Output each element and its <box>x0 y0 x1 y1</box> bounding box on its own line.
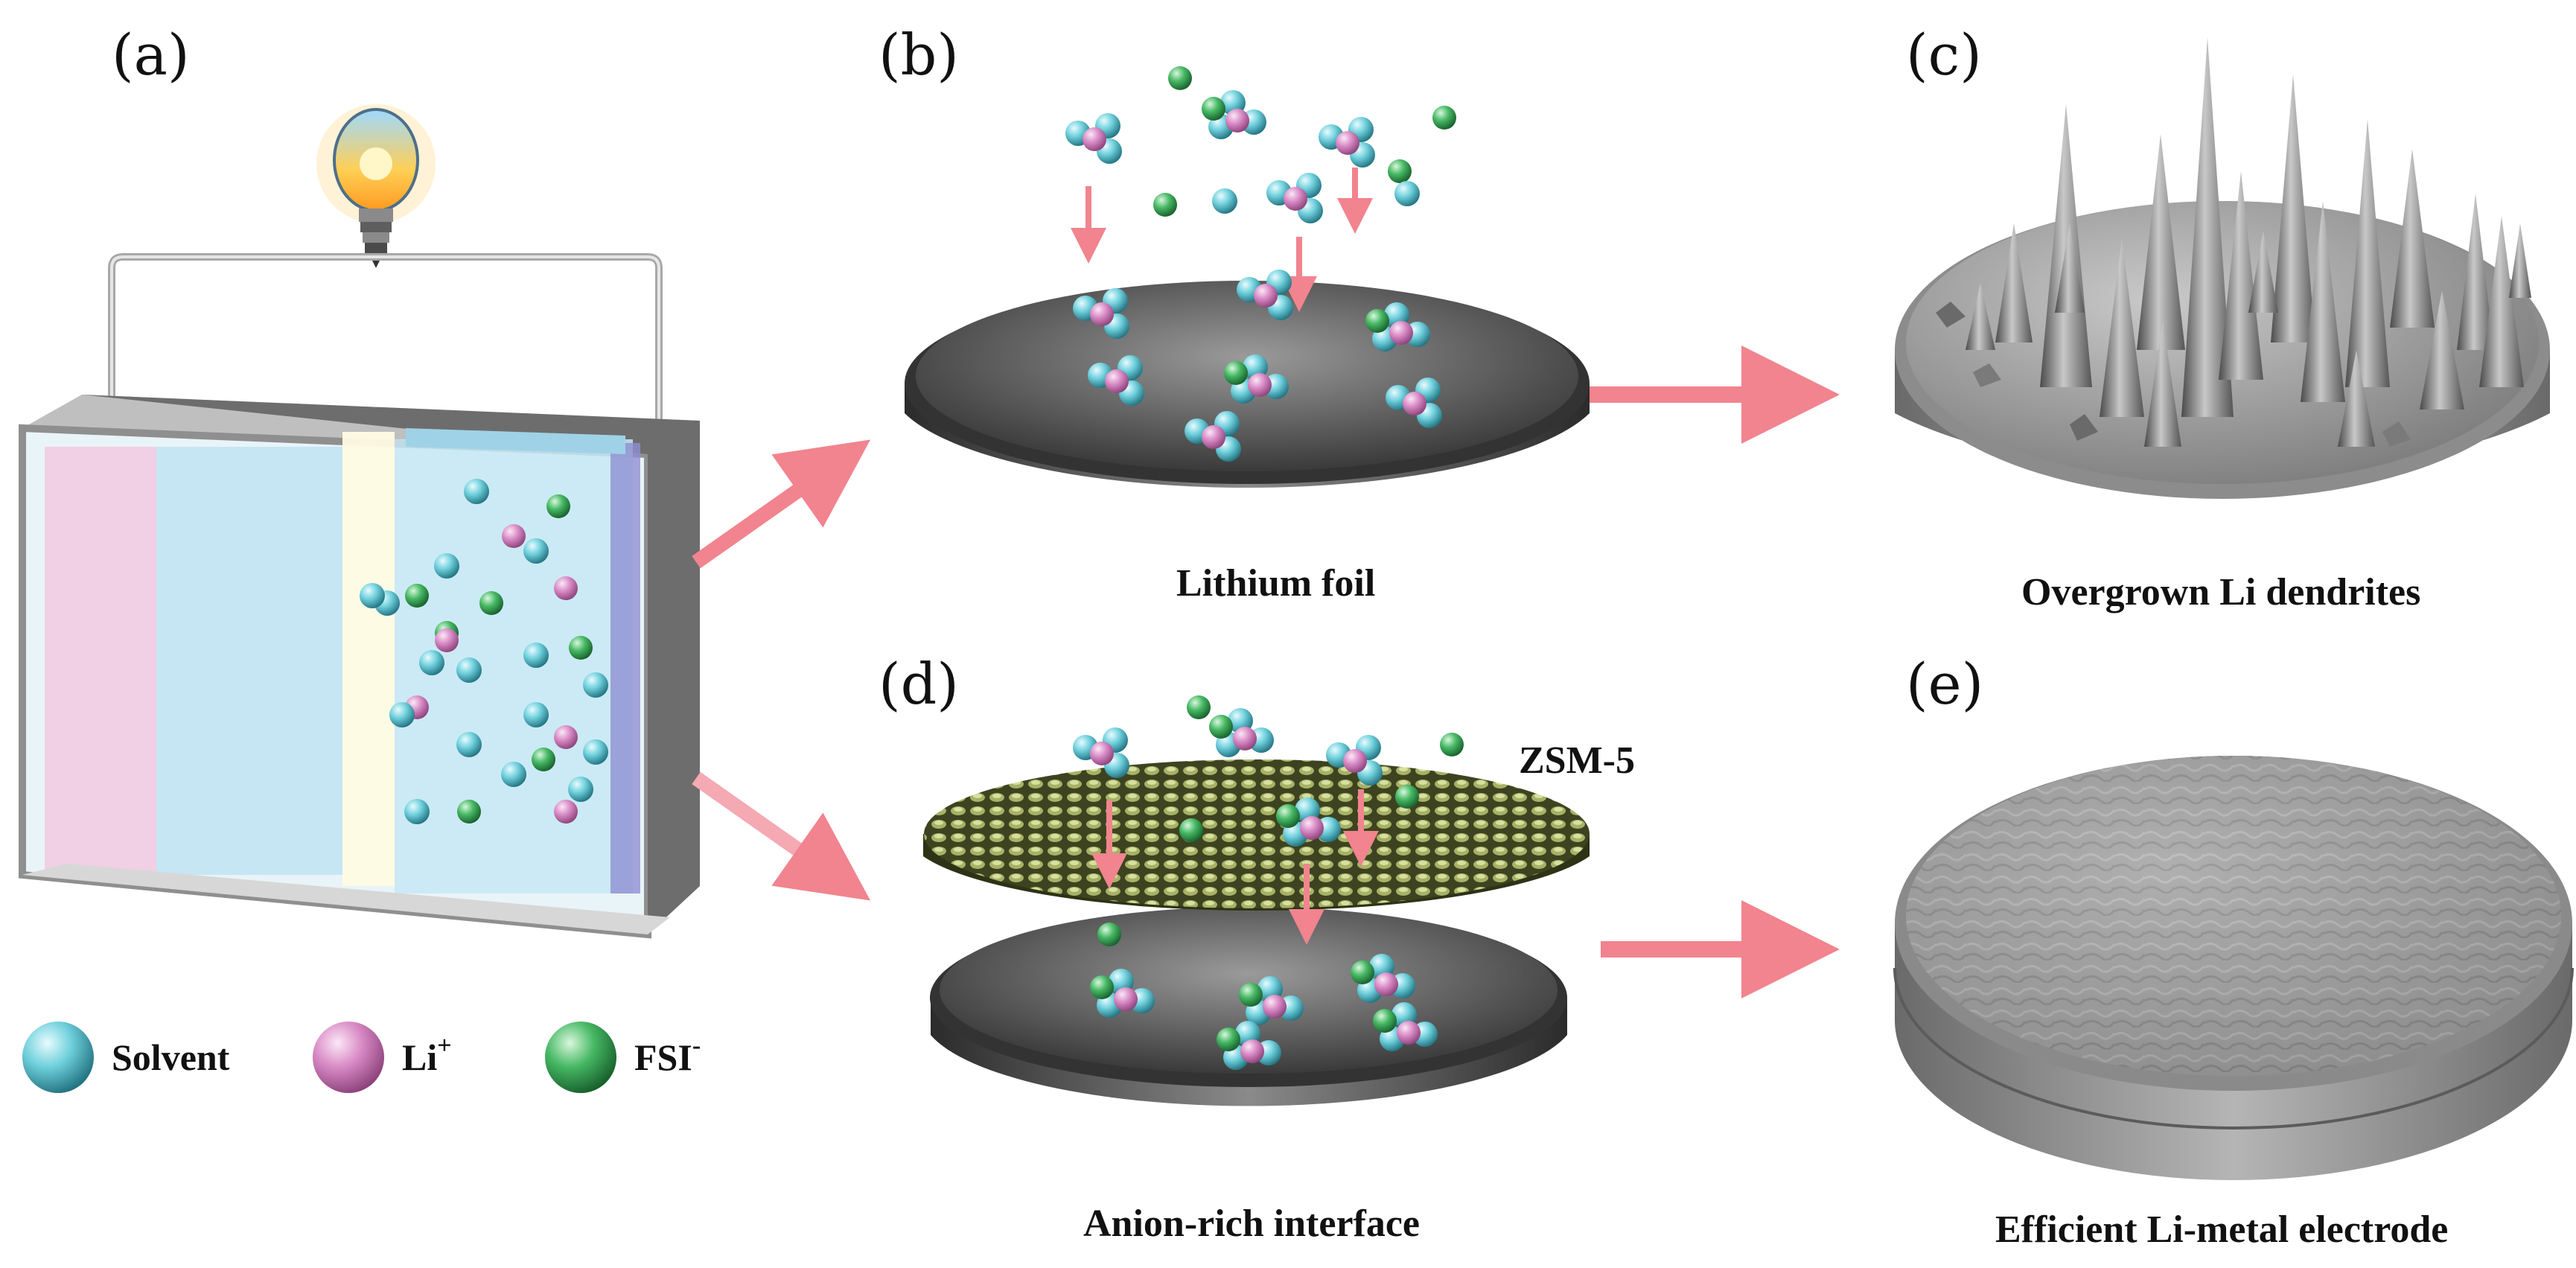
legend-label-solvent: Solvent <box>112 1036 230 1078</box>
zsm5-label: ZSM-5 <box>1519 739 1635 782</box>
deposition-arrows-d <box>1091 789 1379 945</box>
falling-ions-b <box>1065 66 1456 223</box>
legend-sup-li: + <box>437 1032 451 1060</box>
legend-label-fsi: FSI <box>634 1036 692 1078</box>
arrow-a-to-d <box>692 771 871 901</box>
legend-item-li-ion: Li+ <box>313 1022 452 1093</box>
li-dendrite-spikes <box>1936 37 2531 447</box>
legend-item-solvent: Solvent <box>22 1022 230 1093</box>
panel-b-caption: Lithium foil <box>1176 562 1375 605</box>
panel-e-caption: Efficient Li-metal electrode <box>1995 1208 2448 1251</box>
svg-text:FSI-: FSI- <box>634 1032 701 1078</box>
legend-sup-fsi: - <box>692 1032 701 1060</box>
legend: Solvent Li+ FSI- <box>22 1022 701 1093</box>
electrolyte-cell <box>19 395 700 939</box>
panel-b-label: (b) <box>879 22 959 88</box>
legend-label-li: Li <box>402 1036 437 1078</box>
svg-text:Li+: Li+ <box>402 1032 452 1078</box>
panel-b: (b) Lithium foil <box>879 22 1590 605</box>
cathode-region <box>45 447 156 875</box>
panel-c: (c) <box>1895 22 2550 614</box>
smooth-li-electrode <box>1893 756 2574 1180</box>
li-ion-swatch <box>313 1022 384 1093</box>
legend-item-fsi: FSI- <box>545 1022 701 1093</box>
panel-a: (a) <box>19 22 701 1093</box>
panel-e: (e) Efficient Li-metal electrode <box>1893 651 2574 1251</box>
fsi-swatch <box>545 1022 616 1093</box>
panel-d-label: (d) <box>879 651 959 717</box>
panel-d: (d) ZSM-5 Anion-rich interface <box>879 651 1635 1245</box>
separator <box>342 432 395 886</box>
panel-a-label: (a) <box>112 22 190 88</box>
solvent-swatch <box>22 1022 94 1093</box>
panel-c-caption: Overgrown Li dendrites <box>2021 571 2420 614</box>
zsm5-membrane <box>923 759 1590 911</box>
light-bulb-icon <box>316 104 436 268</box>
panel-e-label: (e) <box>1906 651 1983 717</box>
anode-region <box>610 443 640 893</box>
panel-d-caption: Anion-rich interface <box>1083 1202 1420 1245</box>
panel-c-label: (c) <box>1906 22 1982 88</box>
deposition-arrows-b <box>1071 168 1373 312</box>
arrow-a-to-b <box>692 439 871 569</box>
